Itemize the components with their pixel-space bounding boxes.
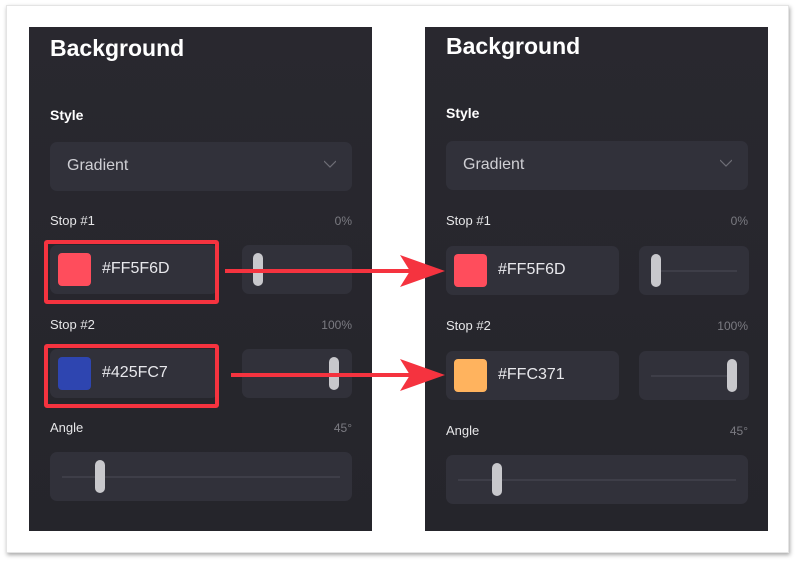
- slider-track: [458, 479, 736, 481]
- background-panel-after: Background Style Gradient Stop #1 0% #FF…: [425, 27, 768, 531]
- style-dropdown[interactable]: Gradient: [50, 142, 352, 191]
- background-panel-before: Background Style Gradient Stop #1 0% #FF…: [29, 27, 372, 531]
- panel-title: Background: [50, 35, 185, 61]
- stop2-position: 100%: [321, 318, 352, 332]
- stop2-position: 100%: [717, 319, 748, 333]
- stop1-color-swatch[interactable]: [58, 253, 91, 286]
- stop1-color-field[interactable]: #FF5F6D: [50, 245, 218, 294]
- angle-value: 45°: [333, 421, 352, 435]
- highlight-box-stop1: [44, 240, 219, 304]
- style-label: Style: [446, 105, 480, 121]
- highlight-box-stop2: [44, 344, 219, 408]
- stop2-color-field[interactable]: #FFC371: [446, 351, 619, 400]
- slider-thumb[interactable]: [492, 463, 502, 496]
- slider-track: [651, 270, 737, 272]
- chevron-down-icon: [720, 159, 732, 167]
- arrow-right-icon: [231, 359, 445, 391]
- stop2-color-field[interactable]: #425FC7: [50, 349, 218, 398]
- angle-label: Angle: [50, 420, 84, 435]
- angle-value: 45°: [729, 424, 748, 438]
- slider-track: [651, 375, 737, 377]
- angle-slider[interactable]: [50, 452, 352, 501]
- stop1-hex: #FF5F6D: [102, 260, 170, 277]
- stop1-label: Stop #1: [446, 213, 491, 228]
- stop2-position-slider[interactable]: [639, 351, 749, 400]
- stop1-color-swatch[interactable]: [454, 254, 487, 287]
- slider-track: [62, 476, 340, 478]
- stop2-hex: #FFC371: [498, 366, 565, 383]
- slider-thumb[interactable]: [727, 359, 737, 392]
- chevron-down-icon: [324, 160, 336, 168]
- stop1-position-slider[interactable]: [639, 246, 749, 295]
- stop2-color-swatch[interactable]: [58, 357, 91, 390]
- angle-slider[interactable]: [446, 455, 748, 504]
- stop1-hex: #FF5F6D: [498, 261, 566, 278]
- style-dropdown[interactable]: Gradient: [446, 141, 748, 190]
- style-label: Style: [50, 107, 84, 123]
- stop2-label: Stop #2: [50, 317, 95, 332]
- stop2-hex: #425FC7: [102, 364, 168, 381]
- stop1-position: 0%: [730, 214, 748, 228]
- stop2-label: Stop #2: [446, 318, 491, 333]
- stop1-position: 0%: [334, 214, 352, 228]
- stop2-color-swatch[interactable]: [454, 359, 487, 392]
- style-dropdown-value: Gradient: [67, 157, 129, 174]
- panel-title: Background: [446, 33, 581, 59]
- slider-thumb[interactable]: [651, 254, 661, 287]
- arrow-right-icon: [225, 255, 445, 287]
- stop1-color-field[interactable]: #FF5F6D: [446, 246, 619, 295]
- style-dropdown-value: Gradient: [463, 156, 525, 173]
- slider-thumb[interactable]: [95, 460, 105, 493]
- angle-label: Angle: [446, 423, 480, 438]
- stop1-label: Stop #1: [50, 213, 95, 228]
